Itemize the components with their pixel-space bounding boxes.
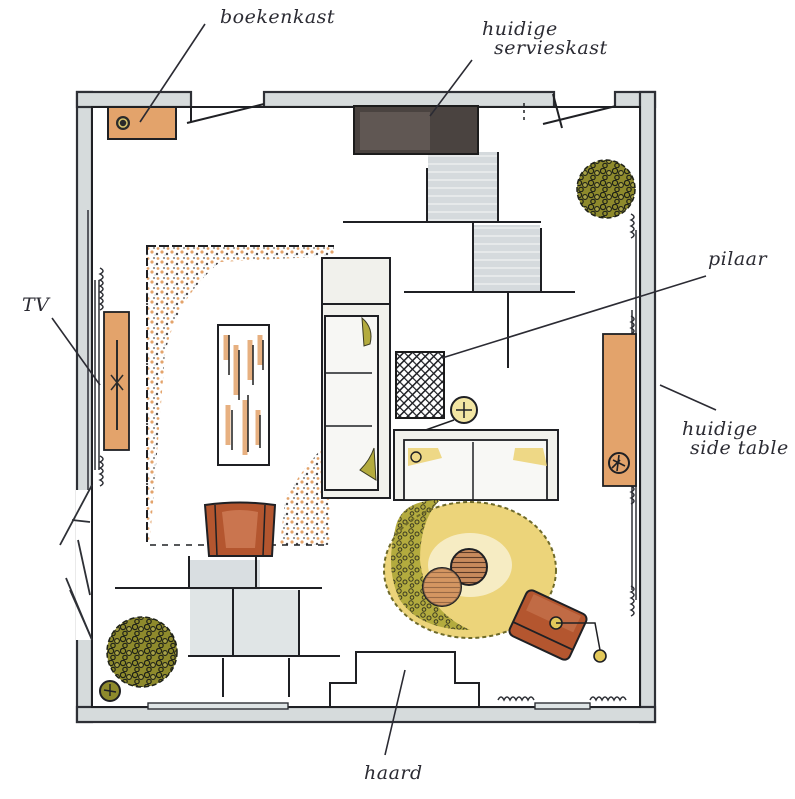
side-table [602,333,637,487]
label-boekenkast: boekenkast [220,6,336,28]
window-bottom-right [534,702,591,710]
pillar [395,351,445,419]
label-side-table: huidige side table [682,420,789,458]
floor-tiles-top [343,152,575,368]
sofa-horizontal [393,429,559,501]
floor-lamp-right [549,616,607,663]
label-servieskast: huidige servieskast [482,20,608,58]
sofa-vertical [321,257,391,499]
plant-top-right [576,159,636,219]
tv-unit [103,311,130,451]
label-tv: TV [22,294,50,316]
door-swing-left [59,484,93,641]
label-pilaar: pilaar [708,248,768,270]
coffee-table [217,324,270,466]
fireplace [329,651,480,707]
curtains [98,213,635,702]
label-servieskast-line2: servieskast [494,37,608,59]
area-rug [146,245,334,546]
armchair-left [203,501,277,557]
label-side-table-line1: huidige [682,418,758,440]
window-bottom-left [147,702,289,710]
floor-tiles-bottom [115,556,340,697]
label-side-table-line2: side table [690,437,789,459]
door-swing-top-left [186,103,265,124]
window-left [87,210,100,490]
round-side-tables [422,548,488,607]
leader-lines [51,23,717,756]
door-swing-top-right [523,93,617,129]
label-servieskast-line1: huidige [482,18,558,40]
serving-cabinet [353,105,479,155]
plant-bottom-left [99,616,178,702]
bookcase [107,106,177,140]
label-haard: haard [364,762,423,784]
